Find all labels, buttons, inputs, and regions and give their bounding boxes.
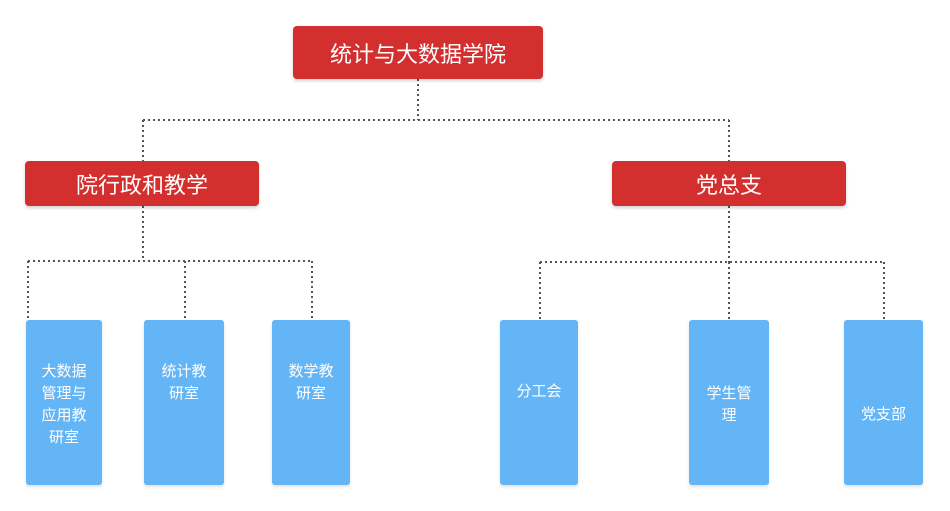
math-office-node-label: 数学教研室 bbox=[288, 362, 334, 402]
statistics-office-node: 统计教研室 bbox=[144, 320, 224, 485]
math-office-node: 数学教研室 bbox=[272, 320, 350, 485]
root-node: 统计与大数据学院 bbox=[293, 26, 543, 79]
statistics-office-node-label: 统计教研室 bbox=[161, 362, 207, 402]
labor-union-node-label: 分工会 bbox=[516, 382, 562, 400]
party-branch-node: 党支部 bbox=[844, 320, 923, 485]
bigdata-office-node-label: 大数据管理与应用教研室 bbox=[41, 362, 87, 446]
party-committee-node-label: 党总支 bbox=[695, 173, 762, 199]
student-management-node: 学生管理 bbox=[689, 320, 769, 485]
party-committee-node: 党总支 bbox=[612, 161, 846, 206]
labor-union-node: 分工会 bbox=[500, 320, 578, 485]
admin-teaching-node: 院行政和教学 bbox=[25, 161, 259, 206]
bigdata-office-node: 大数据管理与应用教研室 bbox=[26, 320, 102, 485]
student-management-node-label: 学生管理 bbox=[706, 384, 752, 424]
party-branch-node-label: 党支部 bbox=[860, 405, 906, 423]
admin-teaching-node-label: 院行政和教学 bbox=[75, 173, 208, 199]
root-node-label: 统计与大数据学院 bbox=[329, 42, 506, 68]
